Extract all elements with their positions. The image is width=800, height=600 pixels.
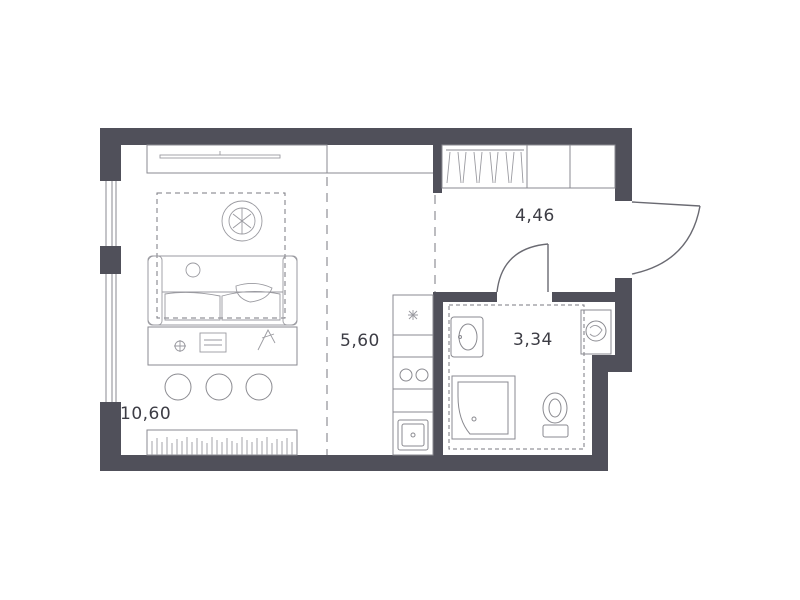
living-room-area-label: 10,60 bbox=[120, 404, 171, 424]
stool-2 bbox=[205, 373, 233, 401]
wardrobe bbox=[441, 144, 616, 189]
wardrobe-body bbox=[441, 144, 616, 189]
rug bbox=[156, 192, 286, 319]
tv-icon bbox=[159, 154, 281, 159]
top-wall bbox=[100, 128, 632, 145]
cushion-round-icon bbox=[185, 262, 201, 278]
cushion-icon bbox=[235, 283, 273, 303]
bottom-wall bbox=[100, 455, 608, 471]
left-wall-bottom bbox=[100, 402, 121, 471]
stool-3 bbox=[245, 373, 273, 401]
shower-tray bbox=[451, 375, 516, 440]
hallway-area-label: 4,46 bbox=[515, 206, 555, 226]
laptop-icon bbox=[199, 332, 227, 353]
bathroom-fixtures bbox=[448, 304, 612, 450]
hangers-icon bbox=[446, 151, 524, 184]
toilet-icon bbox=[542, 392, 568, 424]
pouf-icon bbox=[221, 200, 263, 242]
right-wall-bottom bbox=[592, 355, 608, 471]
stool-1 bbox=[164, 373, 192, 401]
kitchen-counter bbox=[392, 294, 434, 456]
entrance-door bbox=[631, 201, 701, 275]
right-wall-lower bbox=[615, 278, 632, 358]
hood-icon bbox=[408, 310, 418, 320]
coffee-table bbox=[147, 326, 298, 366]
stove-burner-2 bbox=[415, 368, 429, 382]
bathroom-floor bbox=[448, 304, 585, 450]
wall-shelf bbox=[146, 144, 328, 174]
left-windows bbox=[105, 181, 117, 402]
books-icon bbox=[151, 437, 293, 455]
sofa bbox=[147, 255, 298, 326]
kitchen-area-label: 5,60 bbox=[340, 331, 380, 351]
sink-icon bbox=[397, 419, 429, 451]
bathroom-top-wall-left bbox=[433, 292, 497, 302]
right-wall-upper bbox=[615, 128, 632, 201]
stove-burner-1 bbox=[399, 368, 413, 382]
bathroom-top-wall-right bbox=[552, 292, 632, 302]
bathroom-door bbox=[496, 243, 549, 293]
living-room-furniture bbox=[146, 144, 433, 456]
washing-machine-icon bbox=[580, 309, 612, 355]
washbasin-icon bbox=[450, 316, 484, 358]
left-wall-middle bbox=[100, 246, 121, 274]
bathroom-area-label: 3,34 bbox=[513, 330, 553, 350]
walls bbox=[100, 128, 632, 471]
lamp-icon bbox=[257, 329, 276, 351]
partition-kitchen-hall bbox=[433, 145, 442, 193]
kitchen-units bbox=[392, 294, 434, 456]
bathroom-left-wall bbox=[433, 292, 443, 455]
left-wall-top bbox=[100, 128, 121, 181]
